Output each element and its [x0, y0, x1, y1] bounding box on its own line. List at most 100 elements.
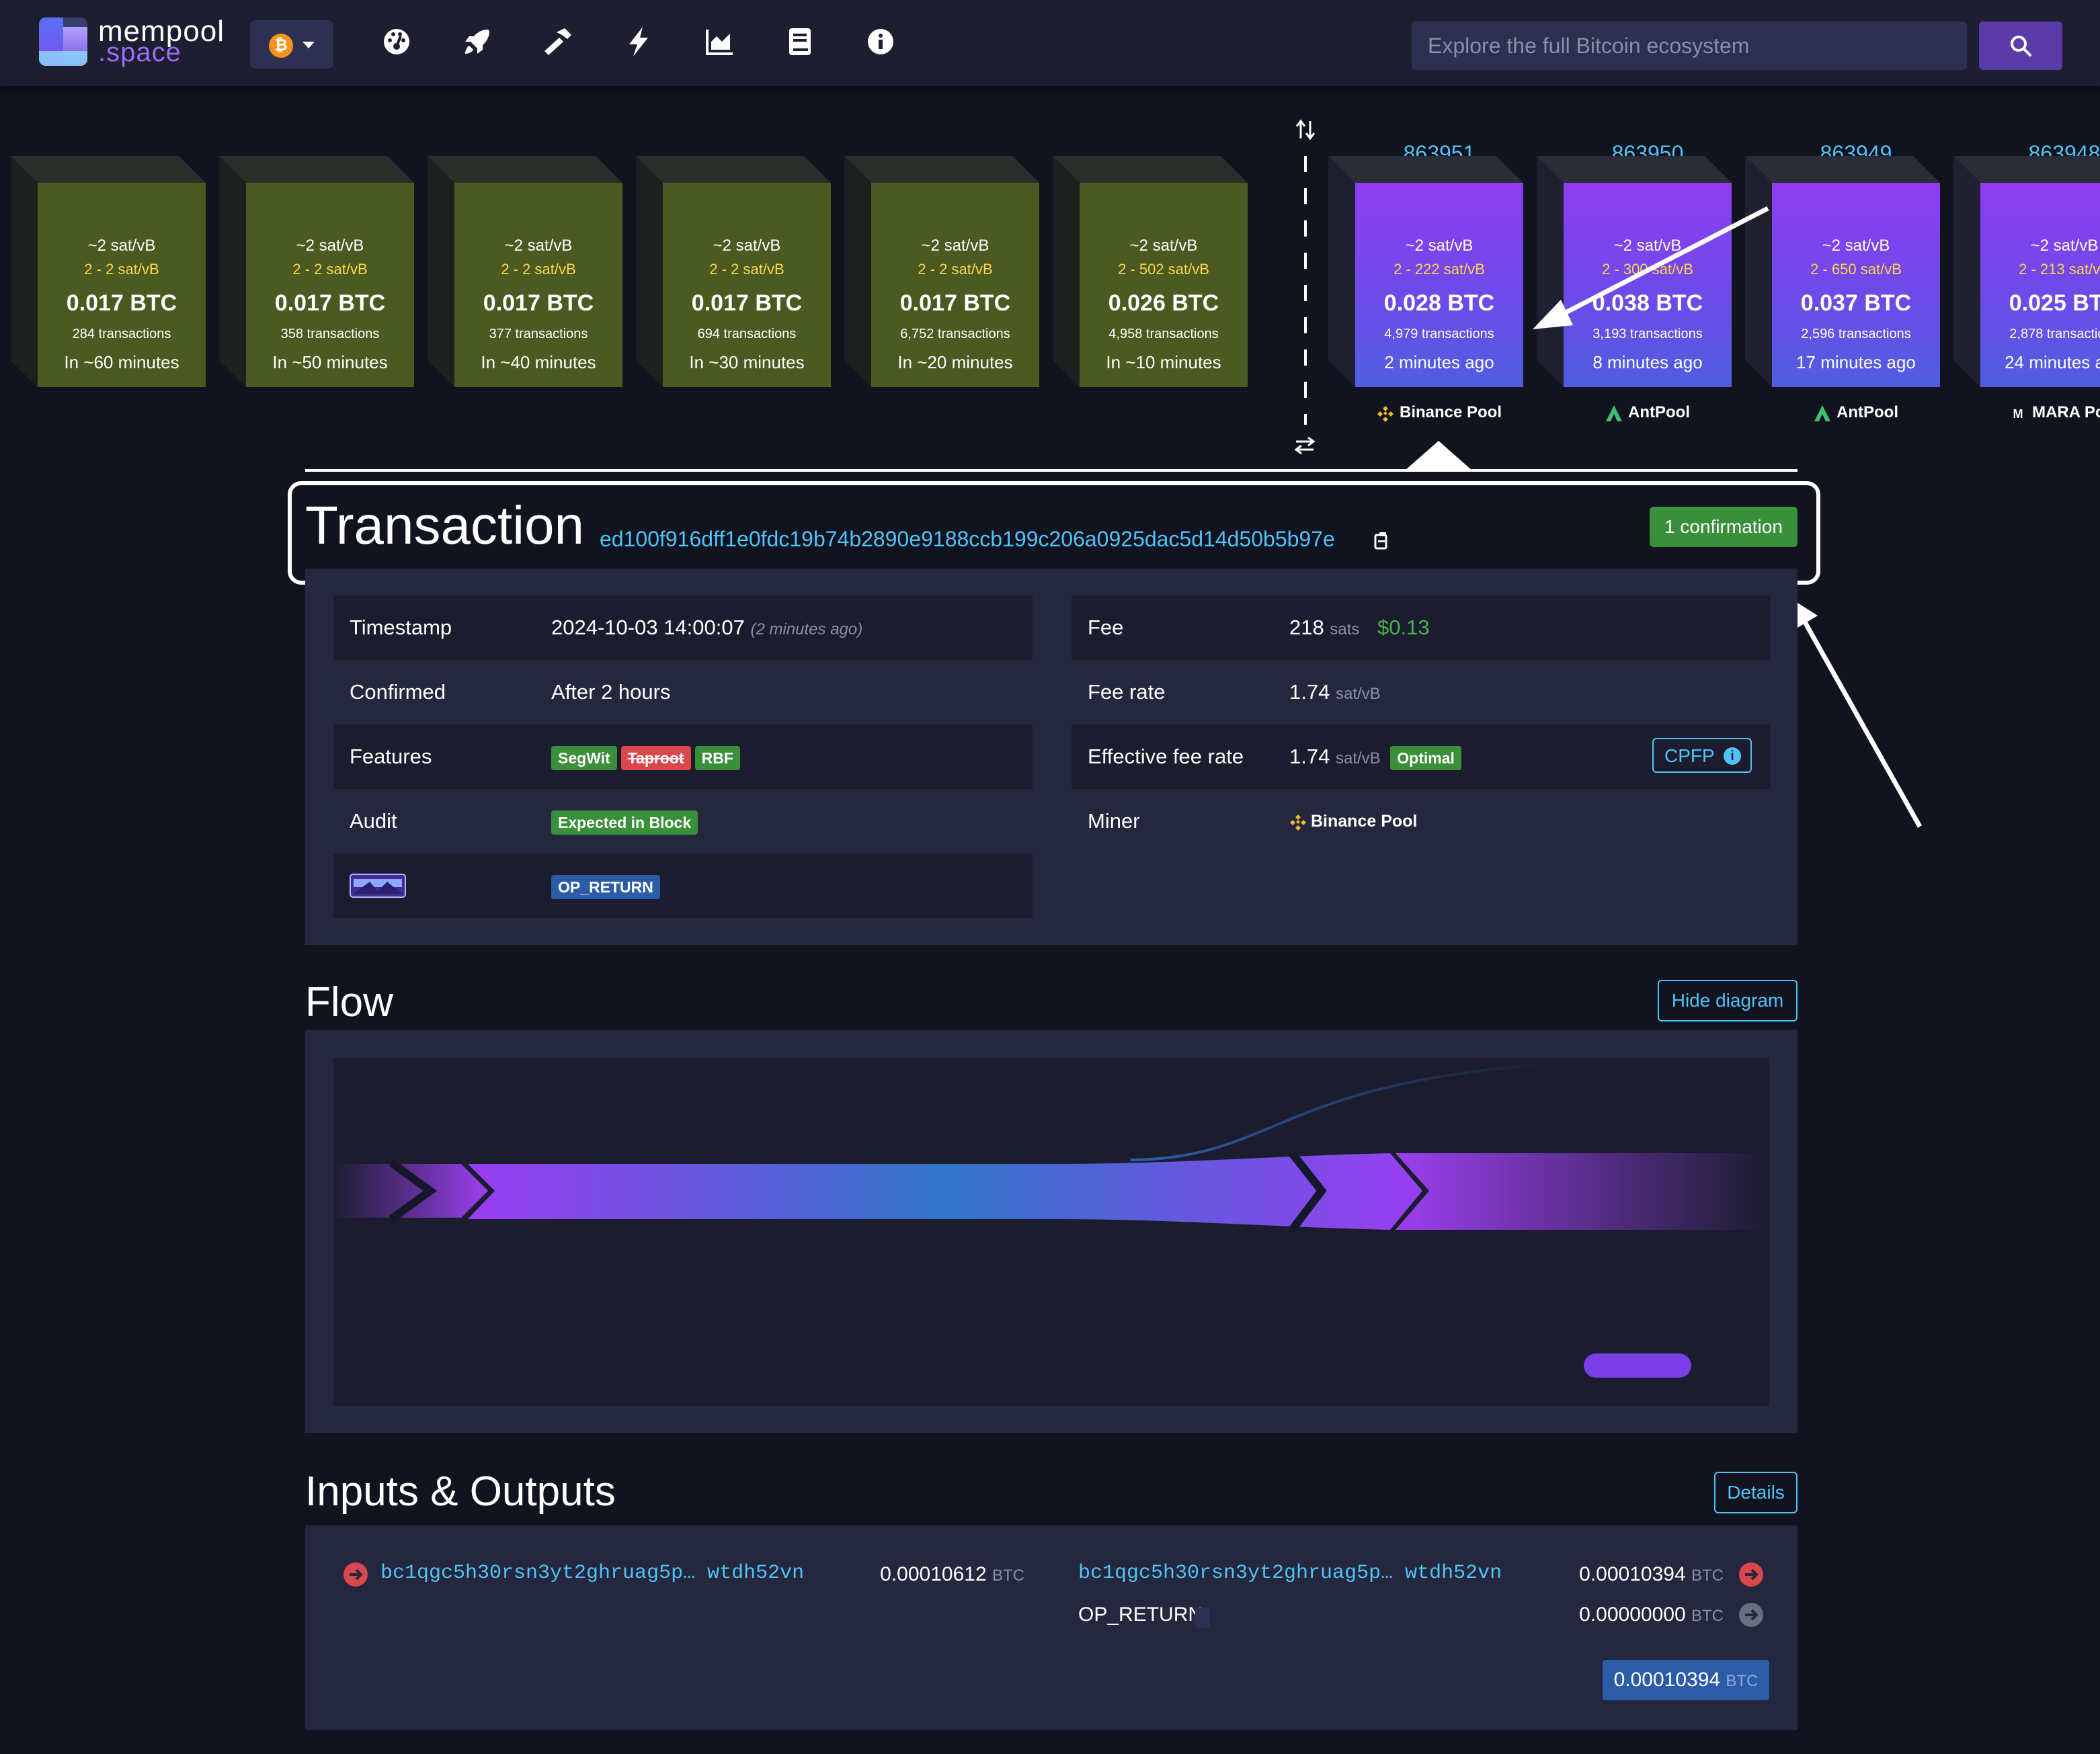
block-total-fees: 0.017 BTC — [483, 290, 594, 316]
rbf-badge[interactable]: RBF — [694, 746, 740, 770]
fee-row: Fee 218 sats $0.13 — [1072, 595, 1771, 660]
input-arrow-icon[interactable] — [343, 1562, 368, 1587]
block-tx-count: 2,878 transactions — [2009, 327, 2100, 341]
fee-rate-label: Fee rate — [1088, 680, 1166, 704]
audit-row: Audit Expected in Block — [333, 789, 1033, 853]
block-median-fee: ~2 sat/vB — [713, 237, 781, 255]
details-button[interactable]: Details — [1714, 1472, 1798, 1513]
info-icon[interactable] — [864, 24, 897, 59]
svg-text:M: M — [2013, 407, 2023, 421]
chevron-down-icon — [302, 42, 315, 48]
confirmed-row: Confirmed After 2 hours — [333, 660, 1033, 724]
input-address-link[interactable]: bc1qgc5h30rsn3yt2ghruag5p… wtdh52vn — [380, 1562, 805, 1585]
block-top-face — [1328, 156, 1523, 183]
block-age: 8 minutes ago — [1592, 352, 1703, 372]
cpfp-button[interactable]: CPFP i — [1652, 738, 1752, 773]
block-total-fees: 0.017 BTC — [691, 290, 803, 316]
output-unspent-arrow-icon[interactable] — [1738, 1602, 1764, 1628]
swap-arrows-icon[interactable] — [1293, 435, 1316, 456]
network-selector[interactable]: ₿ — [250, 20, 333, 69]
flow-diagram — [333, 1058, 1769, 1406]
op-return-image-icon — [350, 874, 406, 898]
pool-name: AntPool — [1836, 403, 1898, 421]
taproot-badge[interactable]: Taproot — [620, 746, 691, 770]
op-return-amount: 0.00000000 BTC — [1506, 1603, 1724, 1626]
block-top-face — [219, 156, 414, 183]
search-button[interactable] — [1979, 22, 2062, 70]
output-address-link[interactable]: bc1qgc5h30rsn3yt2ghruag5p… wtdh52vn — [1078, 1562, 1502, 1585]
logo-text[interactable]: mempool — [98, 15, 225, 48]
main-flow — [468, 1153, 1422, 1230]
chart-icon[interactable] — [703, 24, 735, 59]
input-amount: 0.00010612 BTC — [807, 1563, 1024, 1586]
block-fee-range: 2 - 502 sat/vB — [1118, 261, 1209, 278]
search-input[interactable]: Explore the full Bitcoin ecosystem — [1412, 22, 1967, 70]
dashboard-icon[interactable] — [380, 24, 413, 59]
sort-arrows-icon[interactable] — [1295, 118, 1316, 141]
fee-unit: sats — [1330, 620, 1360, 638]
audit-badge[interactable]: Expected in Block — [551, 810, 698, 835]
confirmed-value: After 2 hours — [551, 680, 671, 704]
lightning-icon[interactable] — [622, 24, 655, 59]
fee-amount: 218 — [1289, 616, 1324, 639]
op-return-data-chip[interactable] — [1195, 1607, 1210, 1628]
block-fee-range: 2 - 2 sat/vB — [292, 261, 368, 278]
block-top-face — [1953, 156, 2100, 183]
block-side-face — [11, 156, 38, 387]
block-fee-range: 2 - 650 sat/vB — [1810, 261, 1902, 278]
op-return-badge[interactable]: OP_RETURN — [551, 875, 660, 899]
block-eta: In ~30 minutes — [689, 352, 805, 372]
selected-block-pointer — [1405, 441, 1472, 470]
output-flow[interactable] — [1396, 1153, 1769, 1230]
op-return-output-label[interactable]: OP_RETURN — [1078, 1603, 1203, 1626]
io-panel — [305, 1526, 1798, 1730]
input-flow[interactable] — [333, 1164, 488, 1218]
block-eta: In ~50 minutes — [272, 352, 388, 372]
arrow-head-icon — [1533, 300, 1573, 329]
cpfp-label: CPFP — [1664, 745, 1715, 766]
block-age: 2 minutes ago — [1384, 352, 1494, 372]
block-side-face — [1328, 156, 1355, 387]
miner-value[interactable]: Binance Pool — [1289, 812, 1417, 831]
mempool-logo-icon[interactable] — [39, 17, 87, 66]
block-median-fee: ~2 sat/vB — [1129, 237, 1198, 255]
block-median-fee: ~2 sat/vB — [921, 237, 990, 255]
logo-subtext[interactable]: .space — [98, 38, 181, 67]
input-amount-value: 0.00010612 — [880, 1563, 987, 1585]
op-return-amount-unit: BTC — [1691, 1607, 1724, 1625]
segwit-badge[interactable]: SegWit — [551, 746, 617, 770]
copy-icon[interactable] — [1374, 531, 1390, 550]
output-spent-arrow-icon[interactable] — [1738, 1562, 1764, 1587]
block-top-face — [1053, 156, 1248, 183]
output-amount-unit: BTC — [1691, 1567, 1724, 1585]
effective-fee-unit: sat/vB — [1335, 749, 1381, 767]
info-circle-icon: i — [1724, 747, 1741, 765]
block-pool-link[interactable]: AntPool — [1772, 403, 1940, 422]
op-return-flow[interactable] — [1130, 1063, 1544, 1161]
rocket-icon[interactable] — [461, 24, 493, 59]
audit-label: Audit — [350, 809, 397, 833]
block-pool-link[interactable]: Binance Pool — [1355, 403, 1523, 422]
fee-fiat: $0.13 — [1377, 616, 1430, 639]
hammer-icon[interactable] — [542, 24, 574, 59]
binance-icon — [1377, 405, 1394, 422]
block-pool-link[interactable]: AntPool — [1564, 403, 1732, 422]
flow-sankey-svg — [333, 1063, 1769, 1378]
block-median-fee: ~2 sat/vB — [1822, 237, 1890, 255]
hide-diagram-button[interactable]: Hide diagram — [1658, 980, 1798, 1021]
docs-icon[interactable] — [784, 24, 816, 59]
txid-link[interactable]: ed100f916dff1e0fdc19b74b2890e9188ccb199c… — [600, 527, 1335, 551]
